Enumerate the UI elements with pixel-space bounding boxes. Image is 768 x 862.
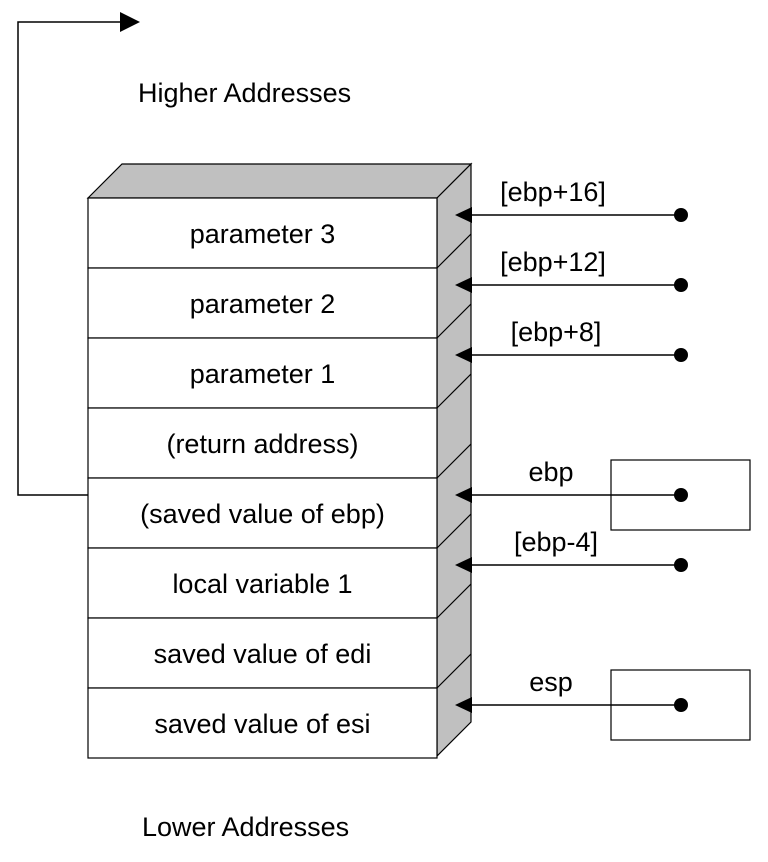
pointer-label: [ebp+16] bbox=[500, 177, 606, 207]
stack-cell-saved-value-of-esi: saved value of esi bbox=[87, 687, 438, 759]
pointer-ebp-8: [ebp+8] bbox=[455, 317, 688, 363]
pointer-ebp-16: [ebp+16] bbox=[455, 177, 688, 223]
stack-cell-return-address: (return address) bbox=[87, 407, 438, 479]
stack-cell-label: local variable 1 bbox=[172, 569, 352, 599]
pointer-dot bbox=[674, 278, 688, 292]
pointer-arrowhead bbox=[455, 347, 472, 363]
stack-cell-label: (return address) bbox=[166, 429, 358, 459]
stack-cell-parameter-2: parameter 2 bbox=[87, 267, 438, 339]
pointer-label: [ebp-4] bbox=[514, 527, 598, 557]
stack-cell-parameter-1: parameter 1 bbox=[87, 337, 438, 409]
pointer-esp: esp bbox=[455, 667, 751, 741]
pointer-label: esp bbox=[529, 667, 573, 697]
stack-cell-saved-value-of-ebp: (saved value of ebp) bbox=[87, 477, 438, 549]
pointer-ebp: ebp bbox=[455, 457, 751, 531]
pointer-arrowhead bbox=[455, 277, 472, 293]
stack-cell-saved-value-of-edi: saved value of edi bbox=[87, 617, 438, 689]
pointer-dot bbox=[674, 488, 688, 502]
pointer-ebp-4: [ebp-4] bbox=[455, 527, 688, 573]
pointer-dot bbox=[674, 558, 688, 572]
pointer-arrowhead bbox=[455, 697, 472, 713]
stack-cell-local-variable-1: local variable 1 bbox=[87, 547, 438, 619]
saved-ebp-chain-arrow bbox=[17, 12, 140, 496]
pointer-label: ebp bbox=[528, 457, 573, 487]
pointer-label: [ebp+12] bbox=[500, 247, 606, 277]
higher-addresses-label: Higher Addresses bbox=[138, 78, 351, 108]
stack-cell-label: saved value of esi bbox=[154, 709, 370, 739]
stack-cell-parameter-3: parameter 3 bbox=[87, 197, 438, 269]
pointer-label: [ebp+8] bbox=[511, 317, 602, 347]
pointer-dot bbox=[674, 698, 688, 712]
stack-cell-label: parameter 1 bbox=[190, 359, 336, 389]
stack-cell-label: (saved value of ebp) bbox=[140, 499, 385, 529]
stack-cell-label: parameter 2 bbox=[190, 289, 336, 319]
pointer-dot bbox=[674, 348, 688, 362]
stack-top-face bbox=[86, 163, 473, 199]
lower-addresses-label: Lower Addresses bbox=[142, 812, 349, 842]
stack-cell-label: parameter 3 bbox=[190, 219, 336, 249]
pointer-arrowhead bbox=[455, 557, 472, 573]
pointer-arrowhead bbox=[455, 207, 472, 223]
stack-cell-label: saved value of edi bbox=[154, 639, 372, 669]
pointer-dot bbox=[674, 208, 688, 222]
stack-block: parameter 3 parameter 2 parameter 1 (return… bbox=[86, 162, 473, 759]
pointer-arrowhead bbox=[455, 487, 472, 503]
stack-side-face bbox=[436, 162, 472, 758]
pointer-ebp-12: [ebp+12] bbox=[455, 247, 688, 293]
